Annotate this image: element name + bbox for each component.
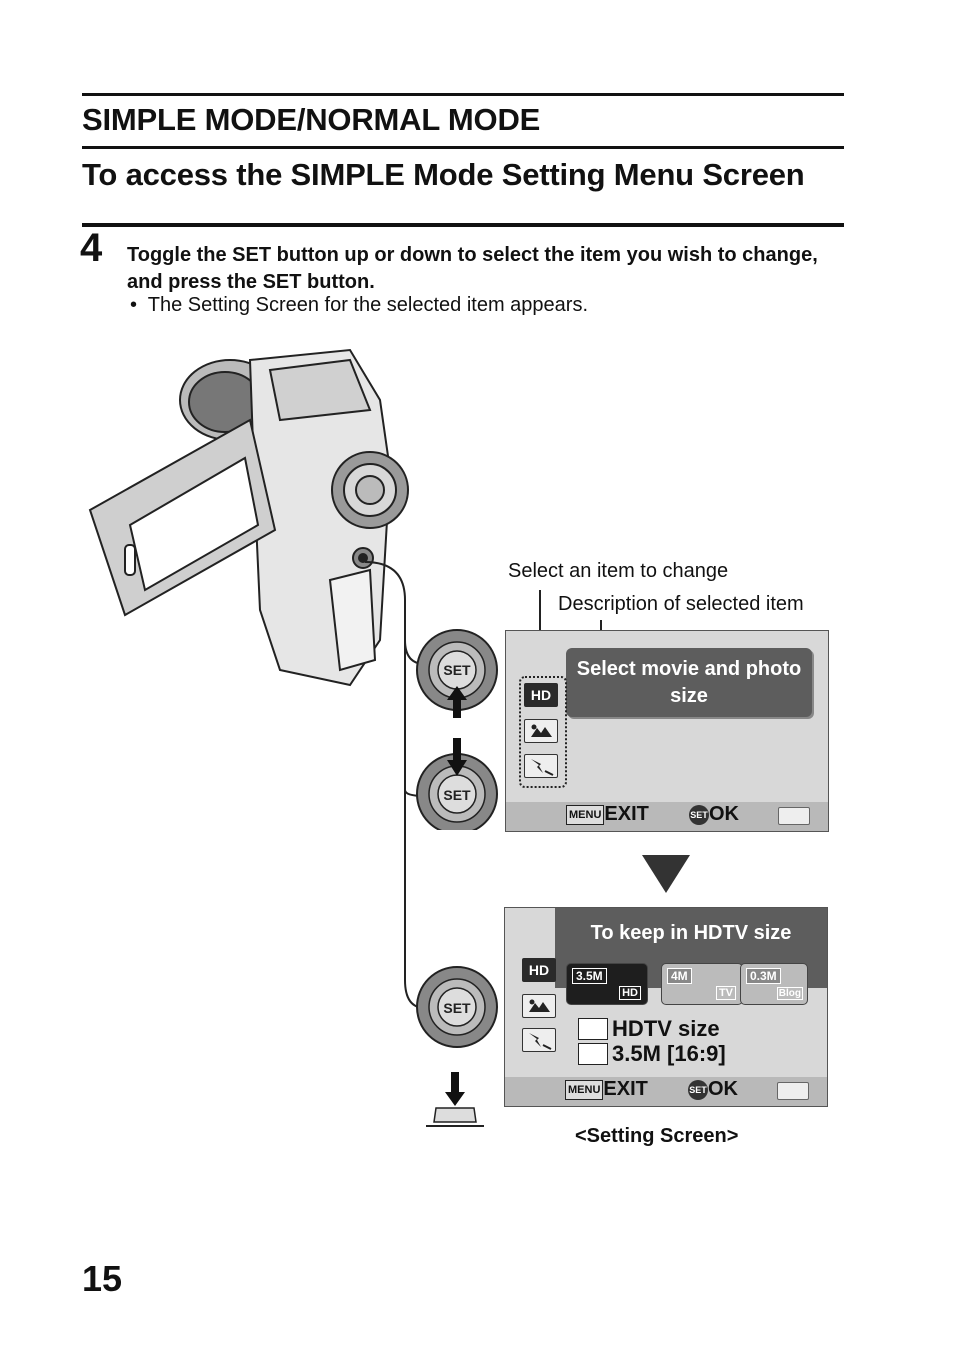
callout-select-item: Select an item to change [508, 560, 729, 582]
battery-icon [778, 807, 810, 825]
movie-icon [578, 1018, 608, 1040]
menu-icon: MENU [566, 804, 605, 825]
camera-body-icon [88, 348, 409, 687]
setting-screen: To keep in HDTV size HD 3.5M HD 4M TV 0.… [504, 907, 828, 1107]
info-line-1: HDTV size [612, 1016, 720, 1041]
photo-icon [578, 1043, 608, 1065]
callout-description: Description of selected item [558, 593, 804, 615]
option-label: 0.3M [746, 968, 781, 984]
set-icon: SET [689, 804, 709, 825]
ok-label: OK [708, 1078, 738, 1100]
option-label: 4M [667, 968, 692, 984]
scene-icon [522, 994, 556, 1018]
set-label: SET [443, 662, 471, 678]
size-option-4m[interactable]: 4M TV [661, 963, 743, 1005]
set-dial-down-icon: SET [416, 738, 498, 830]
camera-illustration [88, 348, 426, 1009]
section-title: SIMPLE MODE/NORMAL MODE [82, 102, 541, 137]
set-icon: SET [688, 1079, 708, 1100]
info-line-2: 3.5M [16:9] [612, 1041, 726, 1066]
option-label: 3.5M [572, 968, 607, 984]
battery-icon [777, 1082, 809, 1100]
option-tag: HD [619, 986, 641, 1000]
section-rule [82, 146, 844, 149]
hd-icon: HD [522, 958, 556, 982]
subsection-title: To access the SIMPLE Mode Setting Menu S… [82, 157, 805, 192]
ok-control: SETOK [689, 803, 739, 826]
info-icons [578, 1018, 608, 1066]
set-dial-press-icon: SET [416, 966, 498, 1048]
flash-icon [522, 1028, 556, 1052]
size-option-0-3m[interactable]: 0.3M Blog [740, 963, 808, 1005]
scene-icon [524, 719, 558, 743]
option-tag: Blog [776, 987, 803, 1000]
setting-title: To keep in HDTV size [590, 922, 792, 944]
exit-label: EXIT [603, 1078, 648, 1100]
setting-screen-caption: <Setting Screen> [575, 1125, 739, 1147]
description-box: Select movie and photo size [566, 648, 812, 717]
size-option-3-5m[interactable]: 3.5M HD [566, 963, 648, 1005]
bullet-text: The Setting Screen for the selected item… [147, 294, 589, 316]
ok-control: SETOK [688, 1078, 738, 1101]
ok-label: OK [709, 803, 739, 825]
exit-label: EXIT [604, 803, 649, 825]
step-instruction: Toggle the SET button up or down to sele… [127, 244, 818, 293]
set-dial-up-icon: SET [416, 629, 498, 718]
item-selection-frame [519, 676, 567, 788]
set-label: SET [443, 787, 471, 803]
flash-icon [524, 754, 558, 778]
hd-icon: HD [524, 683, 558, 707]
press-button-icon [426, 1072, 484, 1127]
size-info: HDTV size 3.5M [16:9] [612, 1016, 726, 1066]
set-label: SET [443, 1000, 471, 1016]
down-triangle-icon [642, 855, 690, 893]
top-rule [82, 93, 844, 96]
page-number: 15 [82, 1258, 123, 1299]
step-rule [82, 223, 844, 227]
step-number: 4 [80, 226, 103, 270]
menu-icon: MENU [565, 1079, 604, 1100]
step-bullet: • The Setting Screen for the selected it… [130, 294, 589, 316]
option-tag: TV [715, 986, 736, 1000]
